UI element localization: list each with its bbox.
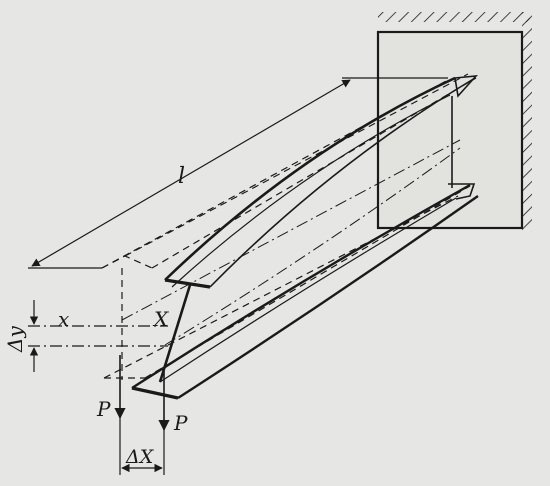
length-dimension: [28, 77, 448, 269]
bottom-flange-front: [131, 183, 471, 390]
deflection-y-dimension: [28, 300, 168, 372]
load-label-right: P: [173, 411, 188, 435]
wall-hatch-right: [522, 12, 532, 232]
load-label-left: P: [96, 397, 111, 421]
bottom-flange-end: [131, 386, 179, 400]
length-label: l: [178, 164, 185, 189]
delta-y-label: Δy: [3, 326, 27, 353]
axis-label-right: X: [152, 307, 169, 331]
wall-block: [376, 30, 524, 230]
top-flange-end: [164, 278, 211, 289]
deflection-x-dimension: [119, 418, 165, 475]
delta-x-label: ΔX: [125, 446, 155, 468]
axis-label-left: x: [58, 307, 69, 331]
wall-hatch-top: [378, 12, 530, 22]
load-arrows: [114, 355, 170, 432]
bottom-flange-rear: [177, 195, 479, 400]
